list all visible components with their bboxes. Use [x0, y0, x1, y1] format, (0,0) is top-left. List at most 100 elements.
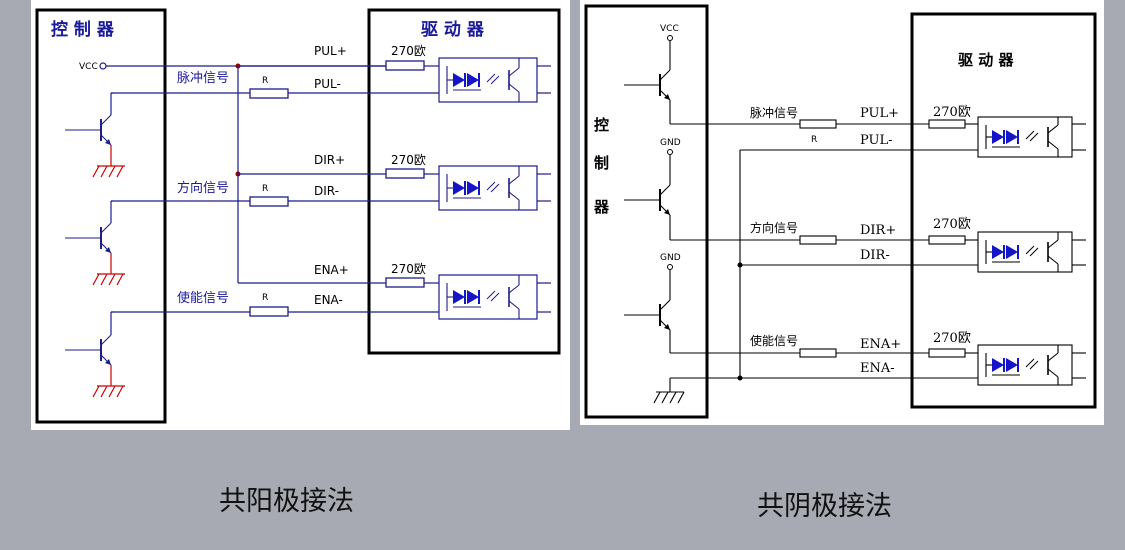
- controller-title: 控 制 器: [51, 19, 115, 40]
- ground-symbol: [92, 273, 125, 286]
- channel-dir: DIR+ 270欧 方向信号 R DIR-: [111, 153, 551, 211]
- channel-pul: PUL+ 270欧 脉冲信号 R PUL-: [111, 44, 551, 103]
- npn-transistor: [65, 334, 112, 366]
- vcc-terminal: [99, 62, 107, 70]
- opto-resistor-label: 270欧: [391, 44, 426, 58]
- led-diode-icon: [453, 181, 465, 195]
- led-diode-icon: [992, 245, 1004, 259]
- led-diode-icon: [992, 358, 1004, 372]
- common-cathode-circuit: 控 制 器 驱 动 器 VCC GND GND 脉冲信号 R PUL+ PUL-…: [584, 4, 1097, 419]
- optocoupler-internal: [446, 275, 520, 319]
- ground-symbol: [92, 165, 125, 178]
- opto-resistor-label: 270欧: [933, 105, 971, 120]
- gnd-label: GND: [660, 138, 681, 148]
- optocoupler-internal: [985, 232, 1059, 272]
- opto-resistor: [928, 235, 966, 245]
- enable-signal-label: 使能信号: [177, 290, 229, 306]
- led-diode-icon: [1006, 245, 1018, 259]
- signal-resistor: [249, 306, 289, 317]
- controller-title-char: 器: [593, 198, 610, 216]
- led-diode-icon: [467, 290, 479, 304]
- vcc-label: VCC: [660, 24, 679, 34]
- npn-transistor: [65, 222, 112, 254]
- opto-resistor: [385, 168, 425, 179]
- ena-pos-label: ENA+: [314, 263, 349, 277]
- opto-resistor: [928, 119, 966, 129]
- common-anode-caption: 共阳极接法: [219, 486, 354, 517]
- gnd-label: GND: [660, 253, 681, 263]
- led-diode-icon: [1006, 130, 1018, 144]
- dir-pos-label: DIR+: [860, 223, 896, 238]
- gnd-terminal: [667, 149, 673, 155]
- direction-signal-label: 方向信号: [750, 220, 798, 235]
- optocoupler-internal: [985, 345, 1059, 385]
- led-diode-icon: [992, 130, 1004, 144]
- driver-box: [910, 12, 1097, 409]
- npn-transistor: [624, 184, 671, 216]
- vcc-terminal: [667, 35, 673, 41]
- pul-pos-label: PUL+: [860, 106, 899, 121]
- pul-neg-label: PUL-: [314, 77, 341, 91]
- optocoupler-internal: [446, 166, 520, 210]
- ena-neg-label: ENA-: [860, 361, 895, 376]
- opto-resistor-label: 270欧: [391, 262, 426, 276]
- channel-ena: 使能信号 R ENA+ ENA- 270欧: [670, 331, 1086, 386]
- junction-dot: [737, 262, 743, 268]
- led-diode-icon: [467, 73, 479, 87]
- opto-resistor: [385, 60, 425, 71]
- ena-pos-label: ENA+: [860, 337, 901, 352]
- controller-title-char: 控: [594, 116, 609, 134]
- controller-title-char: 制: [594, 154, 609, 172]
- led-diode-icon: [1006, 358, 1018, 372]
- dir-pos-label: DIR+: [314, 153, 345, 167]
- signal-resistor: [249, 196, 289, 207]
- resistor-label: R: [811, 135, 817, 145]
- channel-ena: ENA+ 270欧 使能信号 R ENA-: [111, 262, 551, 320]
- common-cathode-caption: 共阴极接法: [757, 491, 892, 522]
- pulse-signal-label: 脉冲信号: [177, 71, 229, 86]
- opto-resistor: [928, 348, 966, 358]
- signal-resistor: [799, 348, 837, 358]
- signal-resistor: [799, 119, 837, 129]
- gnd-terminal: [667, 264, 673, 270]
- junction-dot: [737, 375, 743, 381]
- resistor-label: R: [262, 184, 268, 194]
- ena-neg-label: ENA-: [314, 293, 343, 307]
- pul-neg-label: PUL-: [860, 133, 893, 148]
- npn-transistor: [65, 114, 112, 146]
- dir-neg-label: DIR-: [314, 184, 339, 198]
- common-anode-diagram-panel: 控 制 器 驱 动 器 VCC PUL+ 270欧 脉冲信号 R PUL-: [31, 0, 570, 430]
- driver-title: 驱 动 器: [421, 20, 485, 40]
- controller-box: [584, 4, 709, 419]
- ground-symbol: [653, 378, 685, 404]
- optocoupler-internal: [446, 58, 520, 102]
- resistor-label: R: [262, 76, 268, 86]
- signal-resistor: [249, 88, 289, 99]
- led-diode-icon: [453, 73, 465, 87]
- pulse-signal-label: 脉冲信号: [750, 105, 798, 120]
- opto-resistor-label: 270欧: [933, 331, 971, 346]
- opto-resistor: [385, 277, 425, 288]
- driver-box: [367, 8, 561, 355]
- vcc-label: VCC: [79, 62, 98, 72]
- resistor-label: R: [262, 293, 268, 303]
- channel-dir: 方向信号 R DIR+ DIR- 270欧: [670, 217, 1086, 273]
- led-diode-icon: [453, 290, 465, 304]
- opto-resistor-label: 270欧: [933, 217, 971, 232]
- driver-title: 驱 动 器: [958, 51, 1014, 69]
- opto-resistor-label: 270欧: [391, 153, 426, 167]
- ground-symbol: [92, 385, 125, 398]
- channel-pul: 脉冲信号 R PUL+ PUL- 270欧: [670, 105, 1086, 158]
- dir-neg-label: DIR-: [860, 248, 890, 263]
- pul-pos-label: PUL+: [314, 44, 347, 58]
- npn-transistor: [624, 69, 671, 101]
- common-cathode-diagram-panel: 控 制 器 驱 动 器 VCC GND GND 脉冲信号 R PUL+ PUL-…: [580, 0, 1104, 425]
- signal-resistor: [799, 235, 837, 245]
- controller-box: [35, 8, 167, 424]
- led-diode-icon: [467, 181, 479, 195]
- enable-signal-label: 使能信号: [750, 333, 798, 348]
- optocoupler-internal: [985, 117, 1059, 157]
- common-anode-circuit: 控 制 器 驱 动 器 VCC PUL+ 270欧 脉冲信号 R PUL-: [35, 8, 561, 424]
- direction-signal-label: 方向信号: [177, 180, 229, 196]
- npn-transistor: [624, 299, 671, 331]
